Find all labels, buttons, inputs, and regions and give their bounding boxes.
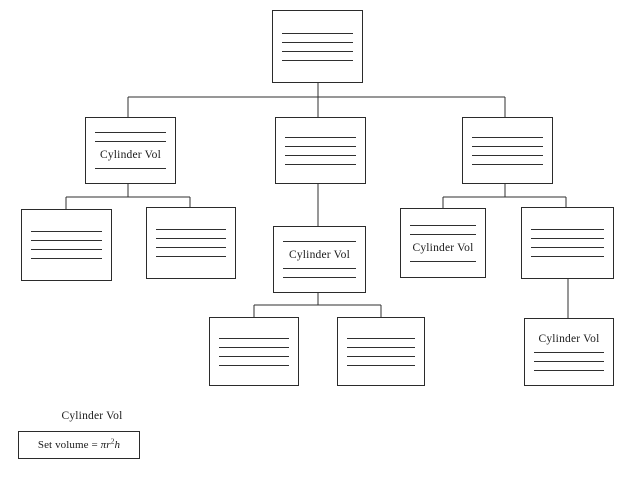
node-rule-line bbox=[472, 154, 543, 156]
level4-node-c[interactable]: Cylinder Vol bbox=[524, 318, 614, 386]
node-rule-line bbox=[472, 145, 543, 147]
node-label: Cylinder Vol bbox=[538, 332, 600, 345]
node-rule-line bbox=[156, 238, 226, 239]
level2-left-node[interactable]: Cylinder Vol bbox=[85, 117, 176, 184]
node-rule-line bbox=[531, 229, 604, 230]
level2-middle-node[interactable] bbox=[275, 117, 366, 184]
node-rule-line bbox=[31, 249, 102, 250]
node-rule-line bbox=[283, 241, 356, 242]
node-rule-line bbox=[347, 337, 415, 339]
node-rule-line bbox=[285, 154, 356, 156]
root-node[interactable] bbox=[272, 10, 363, 83]
node-rule-line bbox=[285, 145, 356, 147]
node-rule-line bbox=[31, 231, 102, 232]
node-label: Cylinder Vol bbox=[99, 149, 162, 161]
node-rule-line bbox=[347, 364, 415, 366]
node-rule-line bbox=[531, 256, 604, 257]
node-rule-line bbox=[534, 369, 604, 371]
level3-node-c[interactable]: Cylinder Vol bbox=[273, 226, 366, 293]
level3-node-a[interactable] bbox=[21, 209, 112, 281]
node-rule-line bbox=[531, 247, 604, 248]
legend-formula-pi: π bbox=[100, 439, 107, 451]
level4-node-a[interactable] bbox=[209, 317, 299, 386]
node-label: Cylinder Vol bbox=[412, 241, 474, 254]
node-rule-line bbox=[219, 337, 289, 339]
node-rule-line bbox=[410, 224, 476, 226]
node-rule-line bbox=[283, 268, 356, 269]
node-rule-line bbox=[282, 59, 353, 61]
node-rule-line bbox=[410, 260, 476, 262]
node-rule-line bbox=[156, 247, 226, 248]
legend: Cylinder Vol Set volume = πr2h bbox=[18, 410, 178, 459]
legend-formula-prefix: Set volume = bbox=[37, 439, 101, 451]
node-rule-line bbox=[472, 136, 543, 138]
node-label: Cylinder Vol bbox=[288, 249, 351, 261]
node-rule-line bbox=[534, 360, 604, 362]
node-rule-line bbox=[95, 168, 166, 169]
node-rule-line bbox=[156, 229, 226, 230]
node-rule-line bbox=[410, 233, 476, 235]
node-rule-line bbox=[285, 163, 356, 165]
node-rule-line bbox=[219, 346, 289, 348]
node-rule-line bbox=[282, 41, 353, 43]
legend-formula-height: h bbox=[114, 439, 121, 451]
level3-node-d[interactable]: Cylinder Vol bbox=[400, 208, 486, 278]
legend-formula-box: Set volume = πr2h bbox=[18, 431, 140, 459]
node-rule-line bbox=[31, 240, 102, 241]
node-rule-line bbox=[285, 136, 356, 138]
node-rule-line bbox=[95, 141, 166, 142]
node-rule-line bbox=[95, 132, 166, 133]
level2-right-node[interactable] bbox=[462, 117, 553, 184]
node-rule-line bbox=[347, 346, 415, 348]
node-rule-line bbox=[472, 163, 543, 165]
node-rule-line bbox=[283, 277, 356, 278]
node-rule-line bbox=[219, 364, 289, 366]
legend-formula-radius: r bbox=[106, 439, 111, 451]
legend-title: Cylinder Vol bbox=[61, 410, 123, 422]
node-rule-line bbox=[219, 355, 289, 357]
level4-node-b[interactable] bbox=[337, 317, 425, 386]
level3-node-e[interactable] bbox=[521, 207, 614, 279]
node-rule-line bbox=[347, 355, 415, 357]
node-rule-line bbox=[156, 256, 226, 257]
node-rule-line bbox=[282, 32, 353, 34]
node-rule-line bbox=[31, 258, 102, 259]
level3-node-b[interactable] bbox=[146, 207, 236, 279]
legend-formula-exponent: 2 bbox=[110, 436, 115, 446]
node-rule-line bbox=[531, 238, 604, 239]
node-rule-line bbox=[534, 351, 604, 353]
node-rule-line bbox=[282, 50, 353, 52]
legend-formula: Set volume = πr2h bbox=[25, 436, 133, 451]
